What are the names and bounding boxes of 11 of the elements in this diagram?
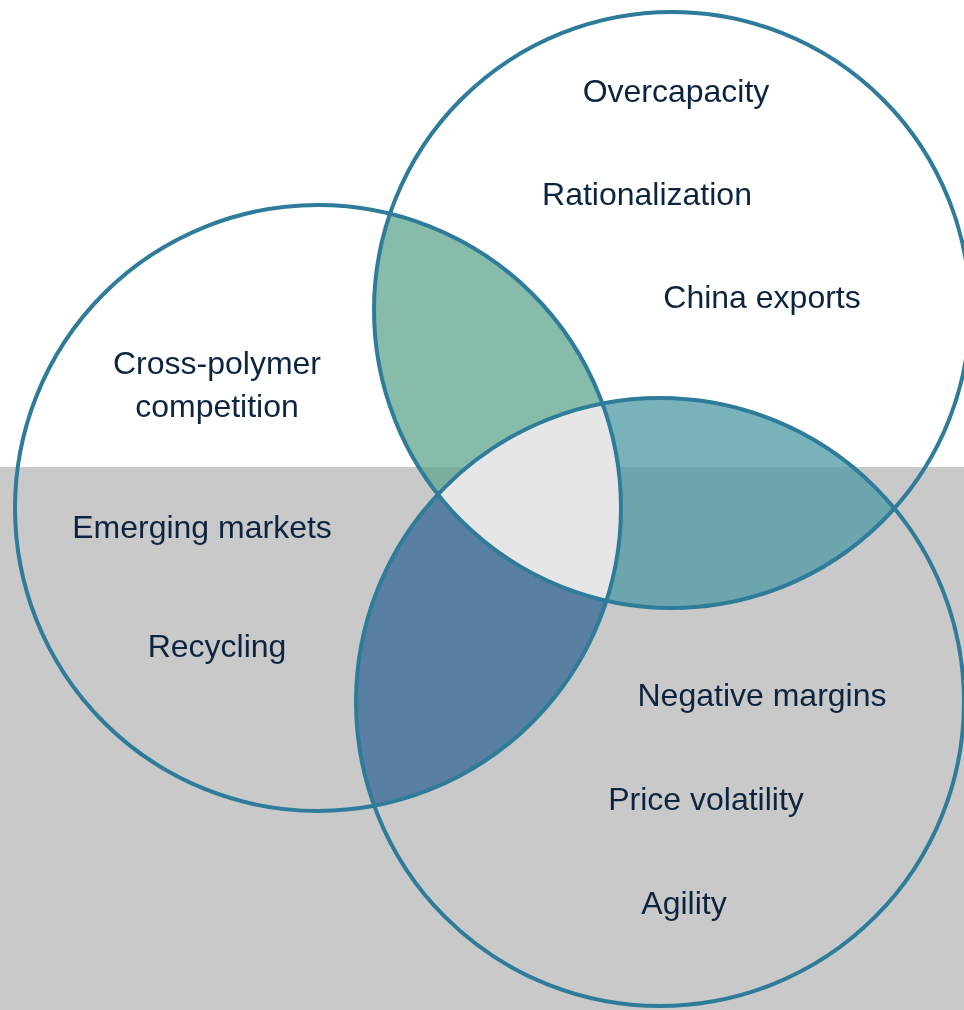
- circle-label: Price volatility: [608, 780, 804, 820]
- circle-label: Cross-polymer competition: [112, 343, 322, 426]
- circle-label: Negative margins: [637, 676, 887, 716]
- circle-label: Emerging markets: [72, 508, 332, 548]
- circle-label: Rationalization: [542, 175, 752, 215]
- circle-label: China exports: [663, 278, 861, 318]
- circle-label: Overcapacity: [582, 72, 770, 112]
- circle-label: Recycling: [147, 627, 287, 667]
- venn-circle: [354, 396, 964, 1008]
- venn-circle: [372, 10, 964, 610]
- circle-label: Agility: [641, 884, 727, 924]
